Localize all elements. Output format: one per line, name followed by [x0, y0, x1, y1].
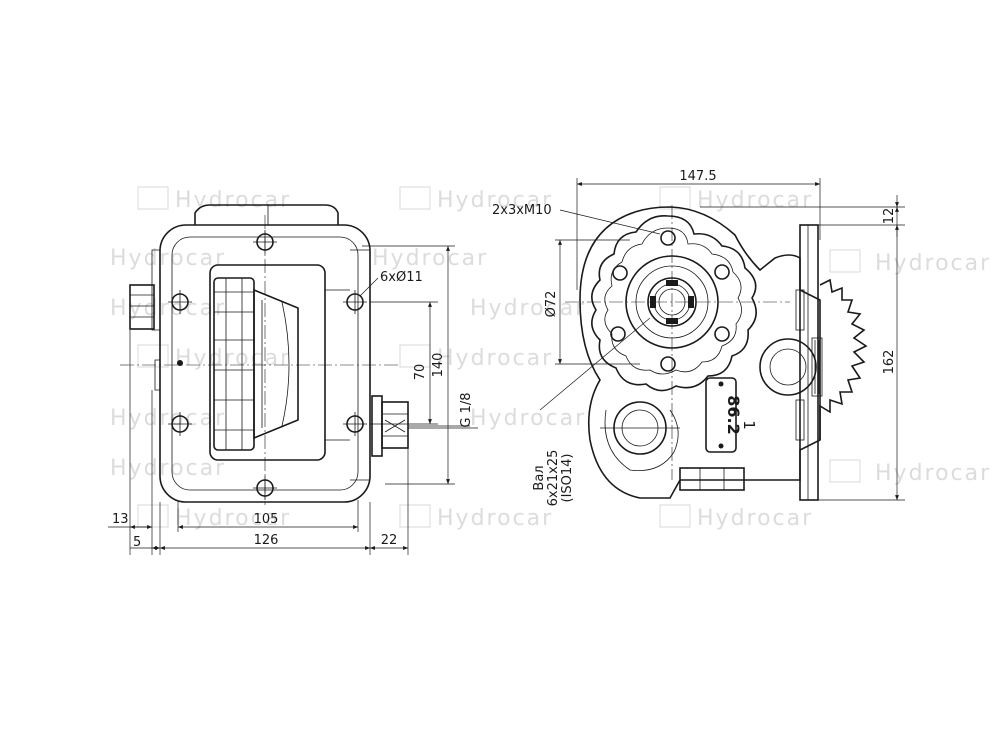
- dim-126: 126: [254, 533, 279, 548]
- bearing-bore: [759, 337, 823, 397]
- watermark-text: Hydrocar: [470, 296, 586, 321]
- dim-diameter: Ø72: [544, 291, 559, 318]
- dim-22: 22: [381, 533, 398, 548]
- flange-bolt-holes: [610, 230, 730, 372]
- shaft-spec-line-3: (ISO14): [560, 453, 575, 502]
- scalloped-flange: [591, 215, 757, 392]
- bevel-cone: [253, 288, 299, 440]
- shaft-spec-line-2: 6x21x25: [546, 450, 561, 507]
- dim-hole-spec: 6xØ11: [380, 270, 423, 285]
- watermark-text: Hydrocar: [110, 456, 226, 481]
- watermark-text: Hydrocar: [470, 406, 586, 431]
- watermark-text: Hydrocar: [697, 506, 813, 531]
- sprocket: [819, 278, 868, 440]
- watermark-text: Hydrocar: [372, 246, 488, 271]
- dim-5: 5: [133, 535, 141, 550]
- pump-body: [579, 206, 821, 499]
- dim-12: 12: [882, 208, 897, 225]
- watermark-text: Hydrocar: [697, 188, 813, 213]
- watermark-text: Hydrocar: [437, 188, 553, 213]
- inlet-port: [600, 401, 680, 471]
- watermark-text: Hydrocar: [437, 506, 553, 531]
- watermark-text: Hydrocar: [110, 246, 226, 271]
- output-shaft: [129, 284, 155, 330]
- watermark-text: Hydrocar: [110, 406, 226, 431]
- hex-plug: [371, 395, 409, 457]
- breather-dot: [177, 360, 183, 366]
- watermark-text: Hydrocar: [875, 251, 991, 276]
- label-code: 86.2: [724, 395, 743, 434]
- dim-width: 147.5: [679, 169, 716, 184]
- rotation-mark: 1: [740, 420, 758, 430]
- watermark-text: Hydrocar: [110, 296, 226, 321]
- shaft-spec: Вал 6x21x25 (ISO14): [532, 450, 575, 507]
- label-plate: 86.2: [705, 377, 743, 453]
- top-boss: [194, 204, 339, 225]
- watermark-text: Hydrocar: [175, 346, 291, 371]
- dim-thread: G 1/8: [459, 392, 474, 427]
- dim-height: 162: [882, 350, 897, 375]
- mounting-plate: [799, 224, 819, 501]
- watermark-pattern: Hydrocar Hydrocar Hydrocar Hydrocar Hydr…: [110, 186, 991, 531]
- left-view: 6xØ11 70 140 G 1/8 13 105 5: [108, 204, 478, 555]
- dim-70: 70: [413, 364, 428, 381]
- dim-bolt-spec: 2x3xM10: [492, 203, 552, 218]
- right-view: 86.2 1 147.5 12 162 2x3xM10: [492, 169, 905, 506]
- dim-13: 13: [112, 512, 129, 527]
- drain-plug: [679, 467, 745, 491]
- shaft-spec-line-1: Вал: [532, 465, 547, 490]
- gear-housing: [209, 264, 326, 461]
- dim-105: 105: [254, 512, 279, 527]
- watermark-text: Hydrocar: [175, 188, 291, 213]
- dim-140: 140: [431, 353, 446, 378]
- watermark-text: Hydrocar: [875, 461, 991, 486]
- watermark-text: Hydrocar: [437, 346, 553, 371]
- bolt-holes: [168, 230, 367, 500]
